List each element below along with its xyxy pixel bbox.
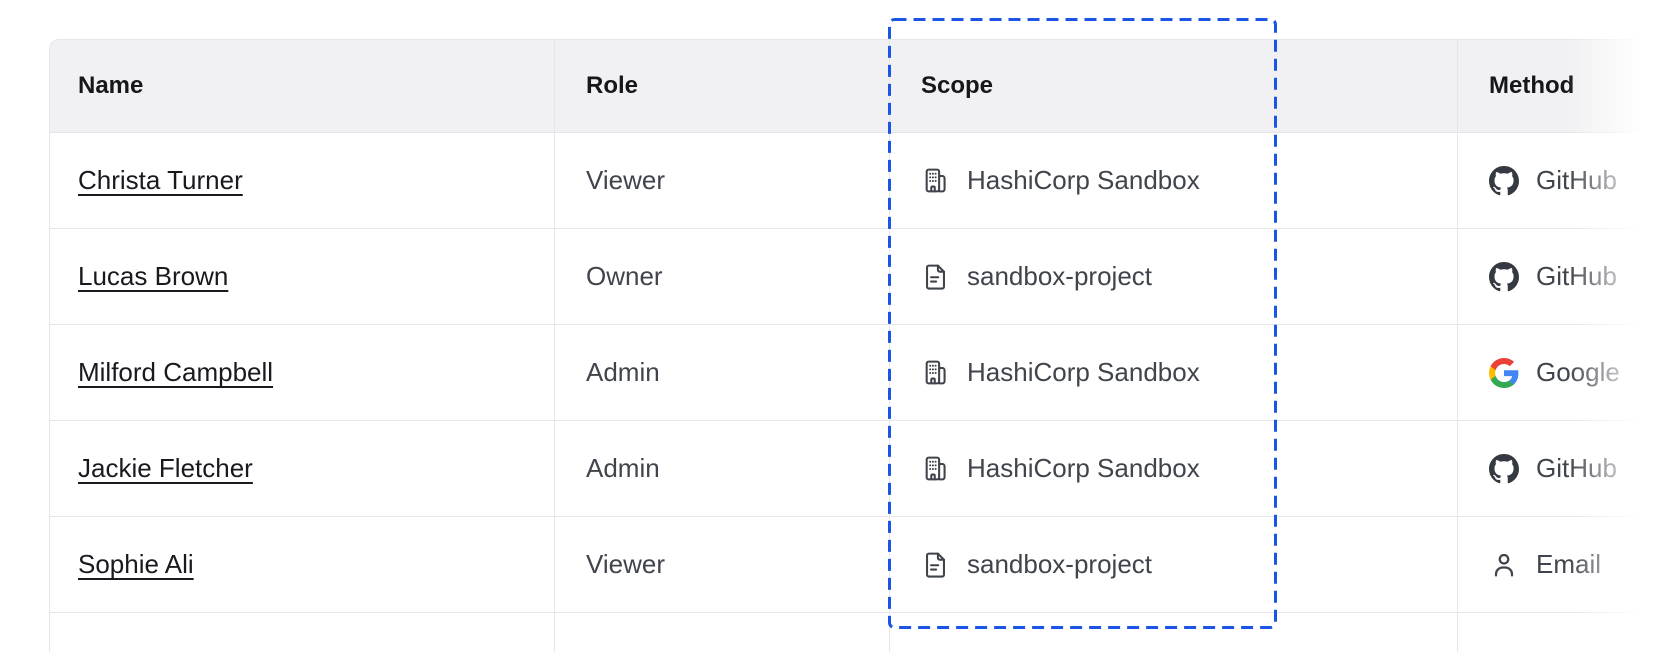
method-cell: Google <box>1489 325 1620 420</box>
name-cell: Lucas Brown <box>78 229 228 324</box>
table-row: Christa Turner Viewer HashiCorp Sandbox … <box>50 133 1672 229</box>
members-table: Name Role Scope Method Christa Turner Vi… <box>49 39 1672 652</box>
method-cell: GitHub <box>1489 421 1617 516</box>
role-cell: Owner <box>586 229 663 324</box>
role-value: Owner <box>586 261 663 291</box>
name-cell: Christa Turner <box>78 133 243 228</box>
name-cell: Jackie Fletcher <box>78 421 253 516</box>
method-cell: Email <box>1489 517 1601 612</box>
method-value: GitHub <box>1536 261 1617 291</box>
column-header-scope-label: Scope <box>921 72 994 99</box>
role-value: Admin <box>586 453 660 483</box>
scope-cell: HashiCorp Sandbox <box>921 421 1200 516</box>
role-cell: Viewer <box>586 517 665 612</box>
scope-value: HashiCorp Sandbox <box>967 165 1200 195</box>
role-cell: Viewer <box>586 133 665 228</box>
scope-cell: sandbox-project <box>921 229 1152 324</box>
member-name-link[interactable]: Christa Turner <box>78 165 243 195</box>
method-value: GitHub <box>1536 165 1617 195</box>
project-document-icon <box>921 550 950 579</box>
project-document-icon <box>921 262 950 291</box>
github-icon <box>1489 261 1519 292</box>
table-body: Christa Turner Viewer HashiCorp Sandbox … <box>50 133 1672 613</box>
role-cell: Admin <box>586 325 660 420</box>
org-building-icon <box>921 358 950 387</box>
method-cell: GitHub <box>1489 133 1617 228</box>
column-header-scope: Scope <box>921 40 993 132</box>
column-header-name-label: Name <box>78 72 144 99</box>
table-header-row: Name Role Scope Method <box>50 40 1672 133</box>
table-row: Lucas Brown Owner sandbox-project GitHub <box>50 229 1672 325</box>
member-name-link[interactable]: Sophie Ali <box>78 549 194 579</box>
table-row: Milford Campbell Admin HashiCorp Sandbox <box>50 325 1672 421</box>
table-row: Jackie Fletcher Admin HashiCorp Sandbox … <box>50 421 1672 517</box>
role-cell: Admin <box>586 421 660 516</box>
name-cell: Sophie Ali <box>78 517 194 612</box>
column-header-method: Method <box>1489 40 1574 132</box>
role-value: Viewer <box>586 165 666 195</box>
role-value: Viewer <box>586 549 666 579</box>
column-header-role: Role <box>586 40 638 132</box>
member-name-link[interactable]: Jackie Fletcher <box>78 453 253 483</box>
google-icon <box>1489 357 1519 388</box>
scope-value: HashiCorp Sandbox <box>967 357 1200 387</box>
column-header-method-label: Method <box>1489 72 1575 99</box>
method-cell: GitHub <box>1489 229 1617 324</box>
scope-cell: HashiCorp Sandbox <box>921 133 1200 228</box>
table-row-partial <box>50 613 1672 652</box>
person-icon <box>1489 550 1519 580</box>
method-value: GitHub <box>1536 453 1617 483</box>
table-row: Sophie Ali Viewer sandbox-project Email <box>50 517 1672 613</box>
scope-cell: sandbox-project <box>921 517 1152 612</box>
role-value: Admin <box>586 357 660 387</box>
member-name-link[interactable]: Milford Campbell <box>78 357 274 387</box>
org-building-icon <box>921 166 950 195</box>
github-icon <box>1489 165 1519 196</box>
method-value: Google <box>1536 357 1620 387</box>
github-icon <box>1489 453 1519 484</box>
org-building-icon <box>921 454 950 483</box>
member-name-link[interactable]: Lucas Brown <box>78 261 229 291</box>
scope-value: sandbox-project <box>967 549 1152 579</box>
column-header-name: Name <box>78 40 143 132</box>
scope-value: sandbox-project <box>967 261 1152 291</box>
method-value: Email <box>1536 549 1602 579</box>
name-cell: Milford Campbell <box>78 325 273 420</box>
scope-value: HashiCorp Sandbox <box>967 453 1200 483</box>
scope-cell: HashiCorp Sandbox <box>921 325 1200 420</box>
column-header-role-label: Role <box>586 72 639 99</box>
